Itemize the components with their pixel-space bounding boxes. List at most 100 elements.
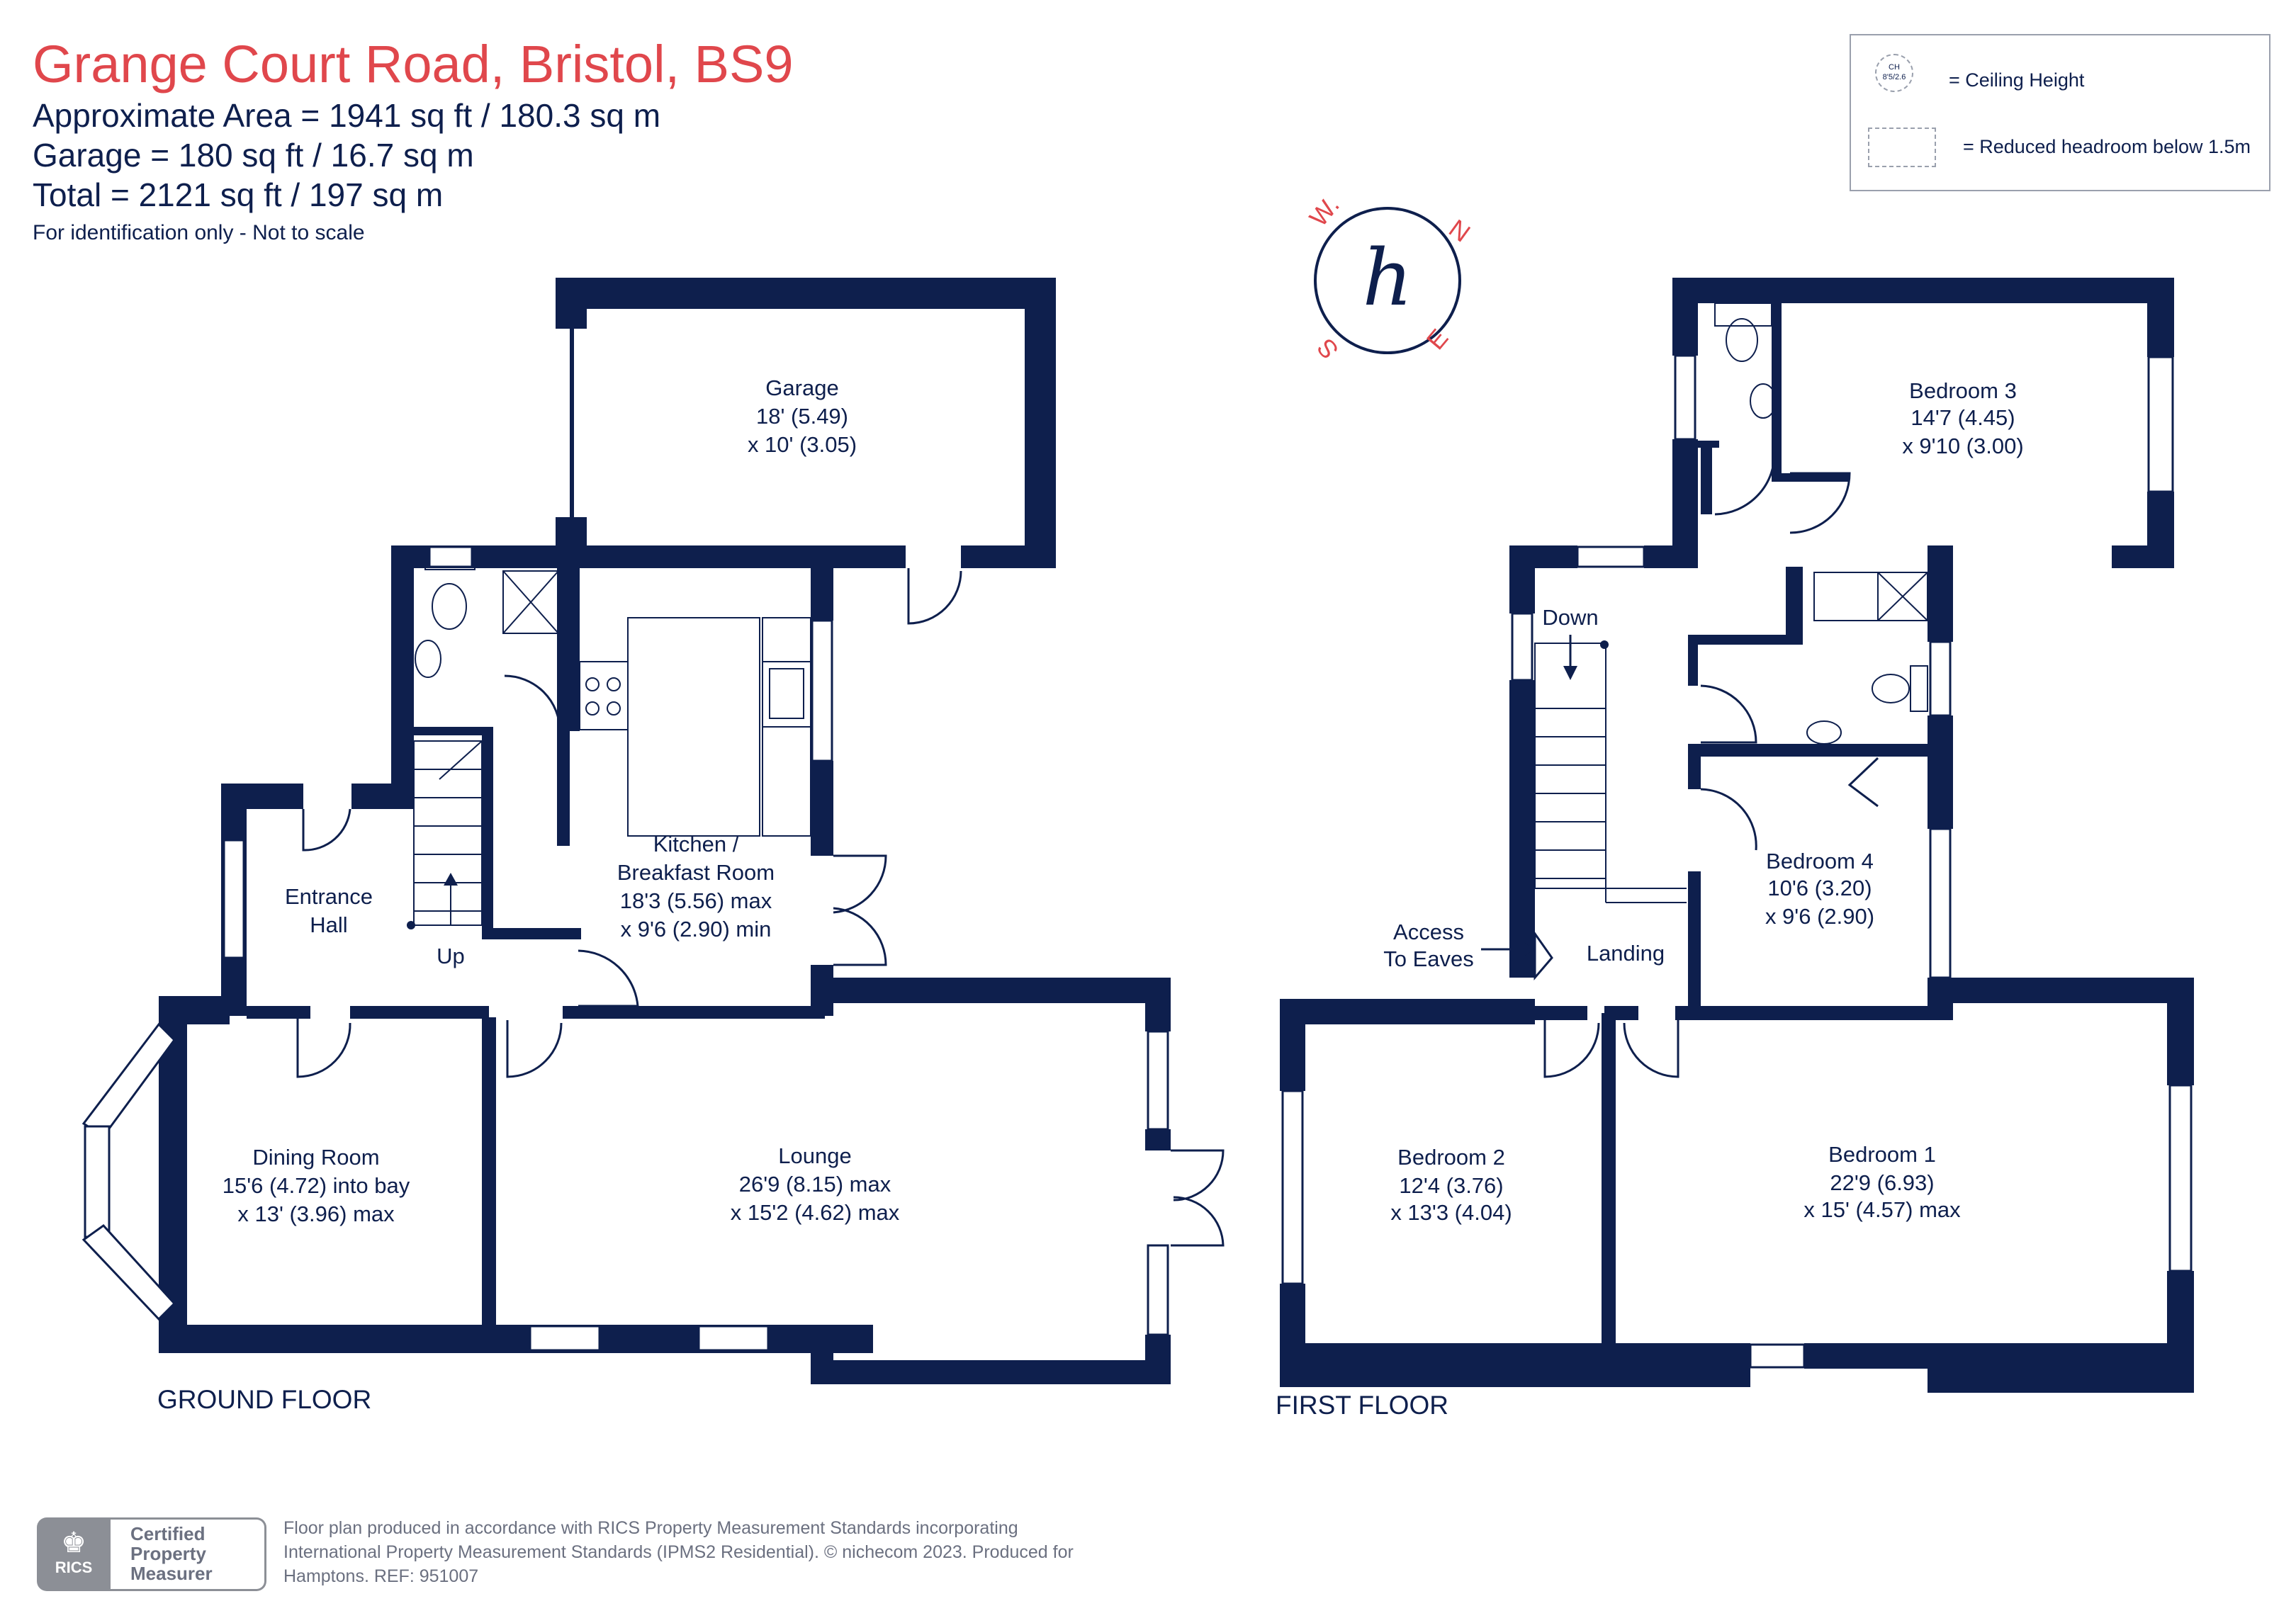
wall [2167,1271,2194,1393]
wall [1675,1006,1928,1020]
first-floor-label: FIRST FLOOR [1276,1391,1448,1420]
wall [1928,716,1953,829]
wall [1644,545,1695,568]
shower-tray [1877,572,1928,621]
window [1147,1030,1169,1131]
window [1929,827,1952,979]
wall [482,727,493,939]
shower-tray [502,570,559,634]
dining-room-dim2: x 13' (3.96) max [237,1201,395,1226]
wall [557,567,570,846]
window [697,1325,770,1352]
kitchen-dim2: x 9'6 (2.90) min [621,917,772,941]
rics-text-label: RICS [55,1559,93,1576]
kitchen-island [627,617,760,837]
lounge-dim2: x 15'2 (4.62) max [731,1200,900,1225]
kitchen-dim1: 18'3 (5.56) max [620,888,772,913]
legend-ch-value: 8'5/2.6 [1882,73,1906,81]
bath [1813,572,1879,621]
hob-ring [607,677,621,691]
wall [1688,635,1698,686]
wall [556,517,587,548]
total-area: Total = 2121 sq ft / 197 sq m [33,176,444,213]
toilet-bowl [1872,674,1910,703]
wall [1509,545,1535,613]
wall [1804,1343,2194,1369]
wall [391,545,414,801]
badge-line1: Certified [130,1523,206,1544]
door-swing [1171,1149,1225,1201]
wall [351,784,414,809]
bay-window [81,1022,176,1321]
wall [1698,441,1719,448]
door-swing [1714,450,1776,516]
wall [556,278,1056,309]
bedroom3-dim2: x 9'10 (3.00) [1902,434,2023,458]
wall [482,1017,496,1350]
wall [570,319,574,519]
bedroom1-dim2: x 15' (4.57) max [1803,1197,1961,1222]
wall [1772,473,1850,482]
toilet-cistern [1714,302,1772,327]
bedroom4-name: Bedroom 4 [1766,849,1874,873]
wall [1280,999,1305,1091]
door-swing [578,949,639,1007]
legend-ch: CH [1889,63,1900,72]
lounge-dim1: 26'9 (8.15) max [739,1172,891,1197]
badge-line2: Property [130,1543,206,1564]
window [1929,640,1952,717]
wall [1928,1369,2194,1393]
reduced-headroom-icon [1868,128,1936,167]
garage-dim2: x 10' (3.05) [748,432,857,457]
compass-s: S [1311,333,1344,365]
bedroom2-dim1: 12'4 (3.76) [1399,1173,1503,1198]
wall [2167,978,2194,1085]
door-swing [1847,757,1879,808]
markers [407,635,1609,956]
wall [811,1332,833,1384]
access-eaves-line1: Access [1393,920,1464,944]
scale-note: For identification only - Not to scale [33,221,365,244]
window [428,545,473,568]
wall [391,545,906,568]
wall [2147,278,2174,357]
approximate-area: Approximate Area = 1941 sq ft / 180.3 sq… [33,97,661,134]
footer-line2: International Property Measurement Stand… [283,1542,1074,1562]
entrance-hall-name: Entrance [285,884,373,909]
kitchen-sink-bowl [769,668,804,719]
wall [1786,567,1803,640]
legend-ceiling-label: = Ceiling Height [1949,69,2085,91]
door-swing [504,674,561,732]
window [223,839,245,959]
wall [1928,978,2194,1003]
stairs-up-label: Up [437,944,465,968]
wall [1535,1006,1587,1020]
access-arrow [1524,942,1535,956]
window [1674,354,1696,441]
wall [1928,545,1953,642]
garage-area: Garage = 180 sq ft / 16.7 sq m [33,137,474,174]
hob [579,661,629,730]
stairs-down-arrow [1563,666,1577,680]
stairs-up-arrow [444,873,458,886]
walls [159,278,2194,1393]
access-eaves-line2: To Eaves [1383,946,1474,971]
wall [1688,744,1701,789]
wall [1672,278,2174,303]
toilet-bowl [432,583,467,630]
toilet-cistern [1910,665,1928,712]
wall [563,1006,825,1019]
dining-room-name: Dining Room [252,1145,379,1170]
door-swings [296,450,1879,1247]
footer-text: Floor plan produced in accordance with R… [283,1516,1205,1588]
ground-floor-label: GROUND FLOOR [157,1385,371,1414]
legend-box [1850,34,2270,191]
door-swing [1700,684,1757,744]
basin [1750,383,1777,419]
wall [221,784,303,809]
wall [2112,545,2174,568]
door-swing [1543,1020,1600,1078]
windows [223,354,2193,1369]
wall [1145,1129,1171,1150]
